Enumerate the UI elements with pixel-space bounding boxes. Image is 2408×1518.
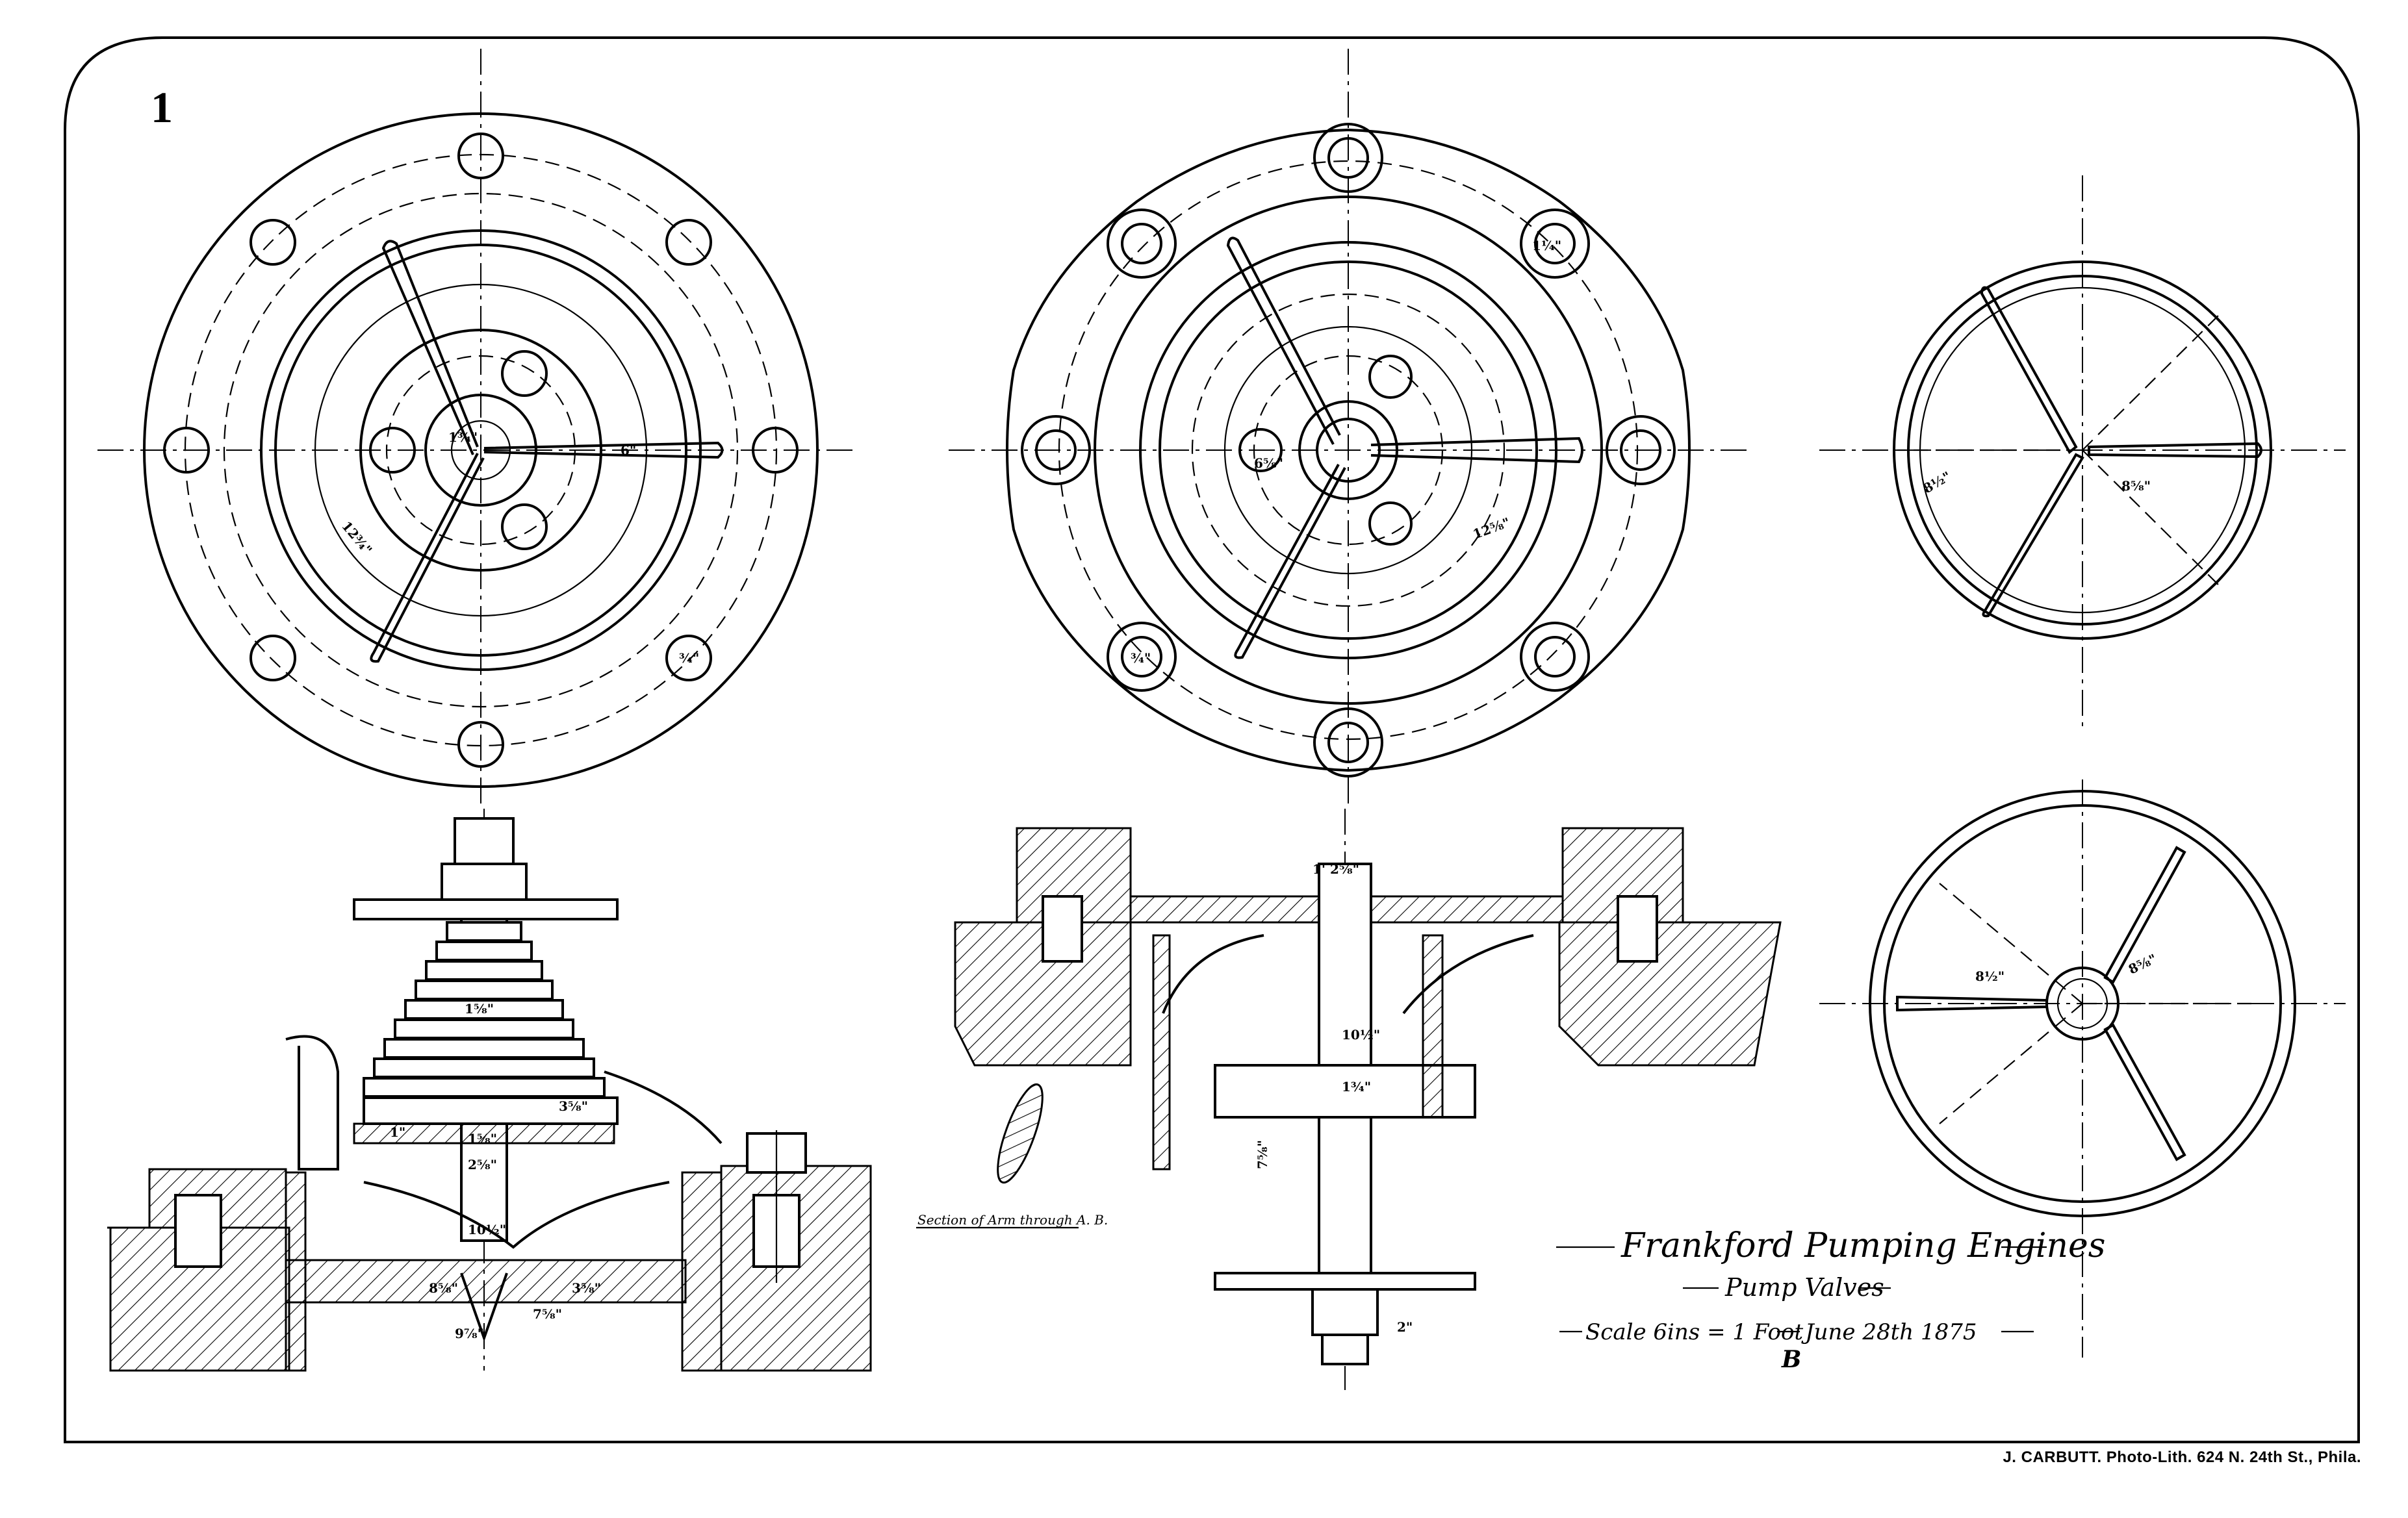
dim-label: 1¾" <box>1342 1079 1371 1094</box>
bolt-lugs-center <box>1021 123 1676 778</box>
left-plan-view: 1¾" 6" 12¾" ¾" <box>97 49 858 805</box>
dim-label: 8½" <box>1921 468 1954 496</box>
dim-label: 8⅝" <box>429 1280 458 1296</box>
dim-label: 3⅝" <box>572 1280 601 1296</box>
dim-label: 1⅝" <box>465 1001 494 1017</box>
drawing-date: June 28th 1875 <box>1801 1319 1977 1345</box>
drawing-scale: Scale 6ins = 1 Foot <box>1585 1319 1803 1345</box>
title-block: Frankford Pumping Engines Pump Valves Sc… <box>1556 1226 2106 1373</box>
left-section-view: 1⅝" 1" 1⅝" 2⅝" 3⅝" 10½" 8⅝" 7⅝" 9⅞" 3⅝" <box>107 809 872 1372</box>
dim-label: 12⅝" <box>1471 514 1513 542</box>
drawing-title: Frankford Pumping Engines <box>1620 1226 2106 1265</box>
dim-label: 10½" <box>468 1222 506 1237</box>
dim-label: 1⅝" <box>468 1131 497 1146</box>
bolt-holes-left <box>163 133 799 768</box>
dim-label: 1' 2⅝" <box>1313 861 1359 877</box>
dim-label: 3⅝" <box>559 1098 588 1114</box>
sheet-border <box>64 36 2360 1443</box>
dim-label: 6⅝" <box>1254 455 1283 471</box>
drawing-subtitle: Pump Valves <box>1724 1273 1884 1302</box>
dim-label: 9⅞" <box>455 1326 484 1341</box>
right-bottom-plan-view: 8½" 8⅝" <box>1819 779 2346 1358</box>
dim-label: 1" <box>390 1124 405 1140</box>
dim-label: 1¼" <box>1532 238 1561 253</box>
dim-label: 8⅝" <box>2126 951 2159 978</box>
dim-label: 1¾" <box>448 429 478 445</box>
plate-number: 1 <box>151 82 173 132</box>
dim-label: 12¾" <box>339 518 375 558</box>
right-top-plan-view: 8½" 8⅝" <box>1819 175 2346 727</box>
dim-label: 8⅝" <box>2121 478 2151 494</box>
printer-imprint: J. CARBUTT. Photo-Lith. 624 N. 24th St.,… <box>2003 1448 2361 1466</box>
arm-section-note: Section of Arm through A. B. <box>917 1212 1108 1228</box>
center-section-view: Section of Arm through A. B. 1' 2⅝" 10½"… <box>916 809 1782 1390</box>
dim-label: 10½" <box>1342 1027 1380 1043</box>
center-plan-view: 1¼" 6⅝" 12⅝" ¾" <box>949 49 1748 805</box>
dim-label: 6" <box>621 442 636 458</box>
dim-label: 2⅝" <box>468 1157 497 1172</box>
dim-label: 8½" <box>1975 968 2005 984</box>
dim-label: 2" <box>1397 1319 1413 1335</box>
dim-label: 7⅝" <box>533 1306 562 1322</box>
dim-label: 7⅝" <box>1255 1140 1270 1169</box>
dim-label: ¾" <box>1131 650 1151 666</box>
dim-label: ¾" <box>679 650 699 666</box>
drawing-mark: B <box>1781 1346 1801 1373</box>
